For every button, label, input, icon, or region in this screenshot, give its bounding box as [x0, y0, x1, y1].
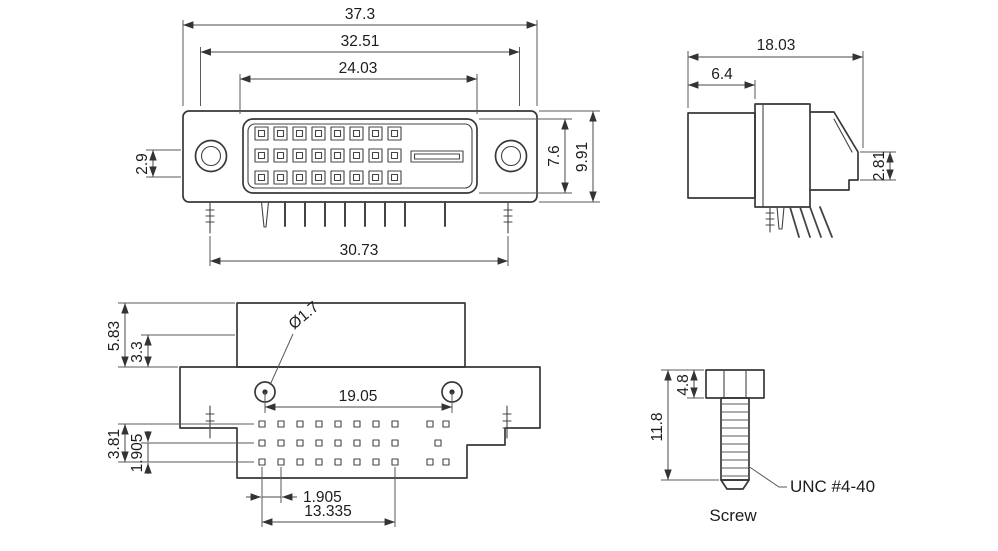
screw-caption: Screw	[709, 506, 757, 525]
blade-slot-inner	[413, 153, 461, 160]
screw-tip	[720, 479, 750, 490]
side-wedge-outline	[809, 111, 859, 191]
dim-tail-height: 2.81	[860, 151, 896, 181]
blade-slot	[410, 150, 464, 163]
dim-label-screw-length: 11.8	[649, 412, 666, 441]
front-tail-pins	[205, 201, 513, 234]
dim-row-pitch: 1.905	[129, 431, 254, 474]
dim-label-opening-width: 24.03	[339, 60, 378, 77]
connector-shell-outline	[182, 110, 538, 203]
dim-opening-width: 24.03	[239, 60, 478, 114]
dim-label-screw-head-height: 4.8	[675, 374, 692, 396]
screw-threads	[722, 403, 748, 477]
dim-label-pin-span: 30.73	[340, 242, 379, 259]
dim-label-overall-width: 37.3	[345, 6, 375, 23]
dim-overall-depth: 18.03	[687, 37, 864, 148]
bottom-board-locks	[205, 405, 512, 439]
dim-pin-pitch: 1.905	[246, 467, 342, 527]
bottom-shroud-outline	[236, 302, 466, 368]
screw-hex-head	[705, 369, 765, 399]
dim-pin-span: 30.73	[209, 236, 509, 266]
left-mount-hole-inner	[200, 145, 222, 167]
dim-overall-height: 9.91	[539, 110, 600, 203]
left-mount-hole	[194, 139, 228, 173]
dim-shroud-step: 3.3	[129, 334, 235, 367]
bottom-view: 5.83 3.3 Ø1.7 19.05 3.81	[106, 298, 541, 527]
dim-label-shroud-depth: 6.4	[711, 66, 733, 83]
dim-flange-width: 32.51	[200, 33, 520, 106]
dim-row-span: 3.81	[106, 423, 254, 463]
dim-label-row-span: 3.81	[106, 429, 123, 459]
dim-label-opening-height: 7.6	[546, 145, 563, 167]
side-view: 18.03 6.4 2.81	[687, 37, 896, 238]
dim-opening-height: 7.6	[479, 118, 572, 194]
bottom-body-outline	[179, 366, 541, 479]
mating-opening-outline	[242, 118, 478, 194]
dim-pin-row-width: 13.335	[262, 467, 396, 527]
right-mount-hole	[494, 139, 528, 173]
dim-hole-pitch: 19.05	[264, 388, 453, 413]
screw-view: 11.8 4.8 UNC #4-40 Screw	[649, 369, 875, 525]
dim-hole-diameter: Ø1.7	[269, 298, 322, 386]
dim-shroud-depth: 6.4	[688, 66, 756, 99]
dim-screw-length: 11.8	[649, 369, 719, 481]
contact-grid	[254, 126, 402, 185]
thread-spec-label: UNC #4-40	[790, 477, 875, 496]
dim-label-side-offset: 2.9	[134, 153, 151, 175]
front-view: 37.3 32.51 24.03 2.9 7.6	[134, 6, 600, 266]
dim-side-offset: 2.9	[134, 149, 181, 178]
dim-label-row-pitch: 1.905	[129, 434, 146, 473]
right-mount-hole-inner	[500, 145, 522, 167]
dim-label-overall-height: 9.91	[574, 142, 591, 172]
dim-label-shroud-step: 3.3	[129, 341, 146, 363]
mating-opening-inner	[247, 123, 473, 189]
dim-label-shroud-height: 5.83	[106, 321, 123, 351]
dim-label-hole-pitch: 19.05	[339, 388, 378, 405]
dim-overall-width: 37.3	[182, 6, 538, 106]
side-tail-pins	[765, 206, 833, 238]
dim-screw-head-height: 4.8	[675, 370, 704, 399]
dim-label-overall-depth: 18.03	[757, 37, 796, 54]
dim-label-pin-pitch: 1.905	[303, 489, 342, 506]
dim-shroud-height: 5.83	[106, 302, 235, 368]
solder-pin-grid	[258, 420, 450, 466]
side-shroud-outline	[687, 112, 756, 199]
dim-label-pin-row-width: 13.335	[304, 503, 351, 520]
thread-spec-callout: UNC #4-40	[747, 465, 875, 496]
dim-label-flange-width: 32.51	[341, 33, 380, 50]
dim-label-tail-height: 2.81	[871, 151, 888, 181]
